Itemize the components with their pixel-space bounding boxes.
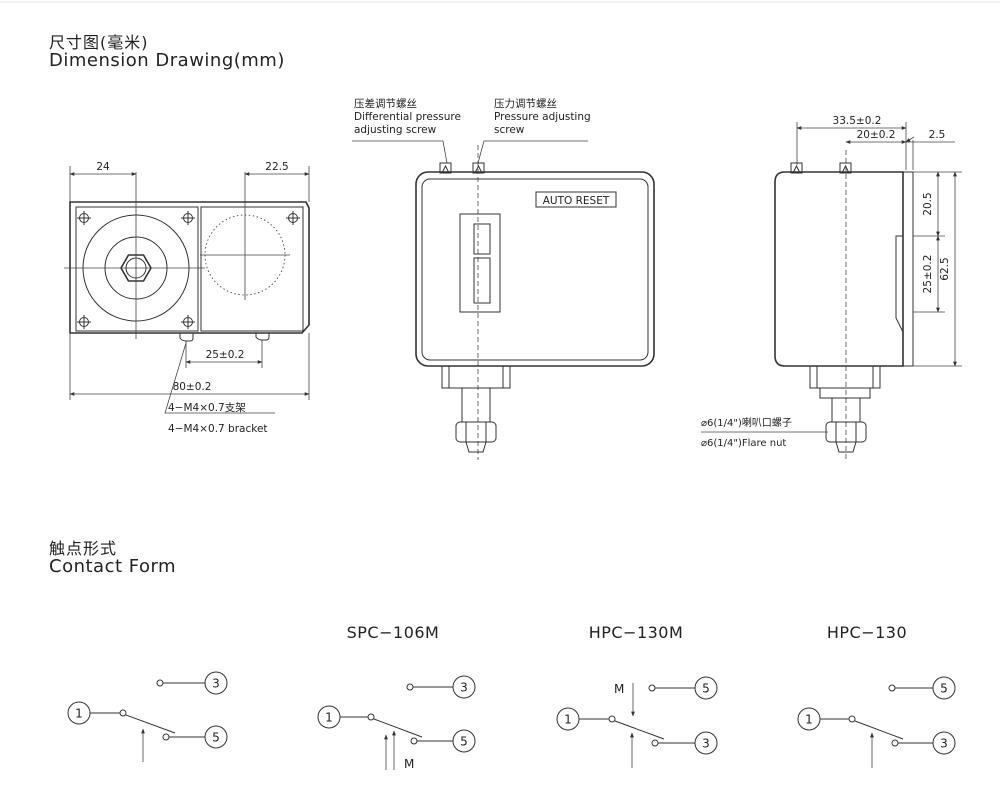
side-body-outline [774, 171, 904, 367]
flare-nut-label-cn: ⌀6(1/4")喇叭口螺子 [701, 417, 792, 429]
terminal-circle [452, 729, 476, 753]
terminal-circle [932, 731, 956, 755]
dim-20-5-label: 20.5 [922, 192, 934, 215]
terminal-bottom-label: 5 [212, 731, 220, 745]
terminal-circle [694, 676, 718, 700]
m-label: M [614, 682, 624, 696]
flare-nut [455, 421, 497, 443]
contact-form-1: 3 1 5 [67, 671, 228, 762]
dim-2-5-label: 2.5 [929, 129, 946, 141]
terminal-top-label: 5 [940, 682, 948, 696]
dimension-title-cn: 尺寸图(毫米) [49, 33, 149, 52]
middle-body-outline [415, 171, 655, 367]
bracket-label-cn: 4−M4×0.7支架 [168, 402, 246, 414]
terminal-common-label: 1 [564, 713, 572, 727]
side-view: 33.5±0.2 20±0.2 2.5 20.5 25±0.2 62.5 [701, 115, 962, 460]
mounting-holes [77, 211, 300, 329]
side-fitting-body [809, 366, 881, 389]
press-screw-label-en-2: screw [494, 124, 525, 136]
diff-screw-leader [352, 140, 448, 164]
front-body-outline [69, 201, 310, 334]
dim-33-5-label: 33.5±0.2 [833, 115, 882, 127]
left-plate [75, 206, 199, 332]
fitting-tip [465, 441, 487, 453]
contact-title-cn: 触点形式 [49, 539, 118, 558]
terminal-top-label: 3 [212, 677, 220, 691]
middle-body-inner [421, 178, 649, 361]
press-screw-label-cn: 压力调节螺丝 [494, 97, 557, 110]
terminal-bottom-label: 5 [460, 735, 468, 749]
diff-screw-label-en-1: Differential pressure [354, 111, 461, 123]
terminal-circle [204, 671, 228, 695]
fitting-body [441, 366, 511, 389]
dim-20-label: 20±0.2 [857, 129, 896, 141]
terminal-bottom-label: 3 [702, 737, 710, 751]
terminal-top-label: 5 [702, 682, 710, 696]
bracket-stub-left [179, 333, 194, 342]
bracket-leader [164, 342, 275, 414]
middle-view: 压差调节螺丝 Differential pressure adjusting s… [352, 97, 655, 460]
contact-title-en: Contact Form [49, 556, 177, 577]
lower-window [473, 257, 491, 304]
fitting-stem [461, 387, 491, 423]
terminal-circle [204, 725, 228, 749]
right-plate [200, 206, 304, 332]
terminal-circle [932, 676, 956, 700]
diff-screw [439, 162, 452, 174]
dim-62-5-label: 62.5 [939, 257, 951, 280]
terminal-top-label: 3 [460, 681, 468, 695]
contact-form-2: SPC−106M 3 1 5 M [317, 623, 476, 771]
terminal-bottom-label: 3 [940, 737, 948, 751]
upper-window [473, 223, 491, 255]
front-view: 24 22.5 25±0.2 80±0.2 4−M4×0.7支架 4−M4×0.… [64, 161, 310, 435]
model-label-hpc-130m: HPC−130M [589, 623, 684, 642]
terminal-common-label: 1 [325, 711, 333, 725]
auto-reset-label: AUTO RESET [543, 195, 610, 207]
contact-form-3: HPC−130M M 5 1 3 [556, 623, 718, 768]
dim-80-label: 80±0.2 [173, 381, 212, 393]
model-label-spc-106m: SPC−106M [347, 623, 440, 642]
m-label: M [404, 757, 414, 771]
terminal-circle [452, 675, 476, 699]
window-frame [459, 213, 501, 313]
side-screw-1 [790, 162, 803, 174]
dim-22-5-label: 22.5 [265, 161, 288, 173]
diff-screw-label-cn: 压差调节螺丝 [354, 97, 417, 110]
press-screw-leader [477, 140, 588, 164]
model-label-hpc-130: HPC−130 [827, 623, 907, 642]
bracket-stub-right [255, 333, 270, 341]
auto-reset-box [535, 191, 617, 208]
side-screw-2 [839, 162, 852, 174]
terminal-common-label: 1 [805, 713, 813, 727]
press-screw [472, 162, 485, 174]
dim-25-label: 25±0.2 [206, 349, 245, 361]
terminal-circle [694, 731, 718, 755]
dimension-title-en: Dimension Drawing(mm) [49, 50, 285, 71]
dim-25-v-label: 25±0.2 [922, 255, 934, 294]
dim-24-label: 24 [96, 161, 110, 173]
side-bracket-profile [895, 235, 904, 333]
terminal-common-label: 1 [75, 707, 83, 721]
contact-form-4: HPC−130 5 1 3 [797, 623, 956, 768]
diff-screw-label-en-2: adjusting screw [354, 124, 437, 136]
flare-nut-label-en: ⌀6(1/4")Flare nut [701, 438, 786, 449]
press-screw-label-en-1: Pressure adjusting [494, 111, 591, 123]
bracket-label-en: 4−M4×0.7 bracket [168, 423, 268, 435]
